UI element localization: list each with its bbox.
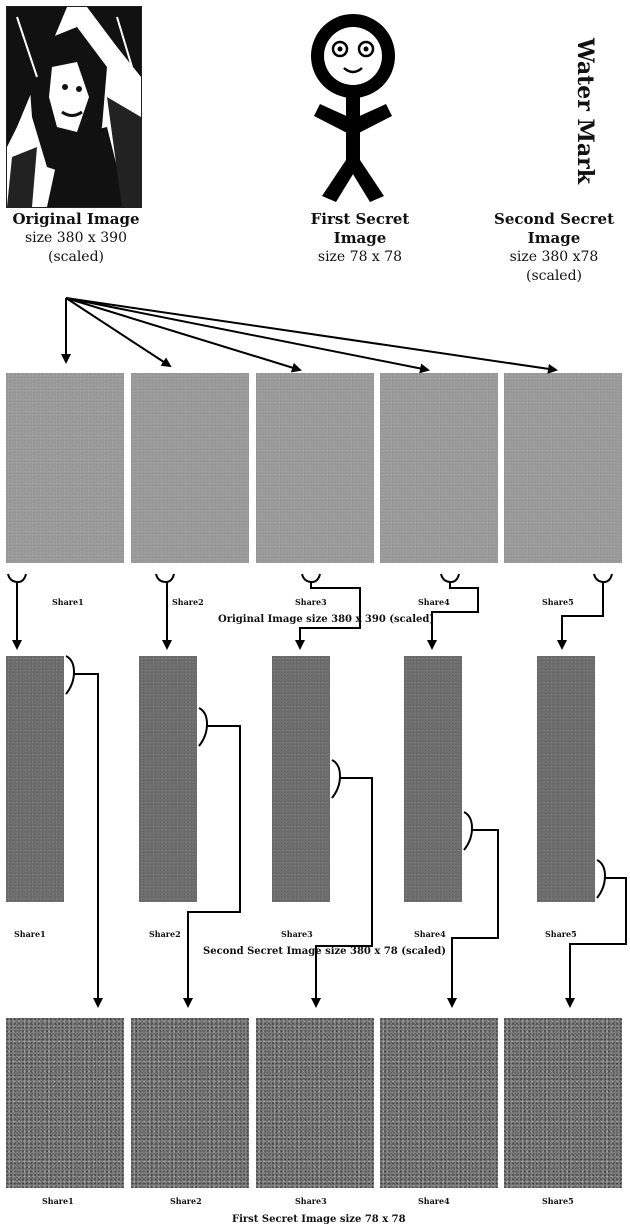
original-image [6,6,142,208]
row2-share-label-3: Share3 [281,929,313,939]
row2-share-label-1: Share1 [14,929,46,939]
original-image-note: (scaled) [47,249,105,265]
row1-share-3 [256,373,374,563]
row1-share-label-4: Share4 [418,597,450,607]
row1-share-label-1: Share1 [52,597,84,607]
first-secret-caption: First Secret Image size 78 x 78 [282,210,438,267]
row1-section-label: Original Image size 380 x 390 (scaled) [218,614,435,625]
row3-share-label-3: Share3 [295,1196,327,1206]
row2-share-label-5: Share5 [545,929,577,939]
row1-share-label-3: Share3 [295,597,327,607]
row3-share-label-5: Share5 [542,1196,574,1206]
row2-share-3 [272,656,330,902]
first-secret-image [300,4,410,204]
original-image-title: Original Image [12,210,140,228]
second-secret-size: size 380 x78 [509,249,599,265]
row1-share-5 [504,373,622,563]
row2-share-4 [404,656,462,902]
row2-share-2 [139,656,197,902]
second-secret-caption: Second Secret Image size 380 x78 (scaled… [478,210,630,286]
stick-figure-icon [311,14,395,202]
row3-share-label-2: Share2 [170,1196,202,1206]
second-secret-note: (scaled) [525,268,583,284]
row2-section-label: Second Secret Image size 380 x 78 (scale… [203,946,447,957]
row3-share-label-4: Share4 [418,1196,450,1206]
original-image-art [7,7,141,207]
row3-share-2 [131,1018,249,1188]
second-secret-title: Second Secret Image [493,210,614,247]
row2-share-5 [537,656,595,902]
row2-share-label-2: Share2 [149,929,181,939]
row3-section-label: First Secret Image size 78 x 78 [232,1214,406,1225]
row1-share-label-2: Share2 [172,597,204,607]
first-secret-size: size 78 x 78 [317,249,403,265]
original-image-size: size 380 x 390 [24,230,127,246]
row2-share-1 [6,656,64,902]
row1-share-1 [6,373,124,563]
row3-share-3 [256,1018,374,1188]
first-secret-title: First Secret Image [310,210,410,247]
row1-share-label-5: Share5 [542,597,574,607]
row3-share-label-1: Share1 [42,1196,74,1206]
row3-share-4 [380,1018,498,1188]
row1-share-2 [131,373,249,563]
row2-share-label-4: Share4 [414,929,446,939]
row3-share-5 [504,1018,622,1188]
original-image-caption: Original Image size 380 x 390 (scaled) [6,210,146,267]
row1-share-4 [380,373,498,563]
row3-share-1 [6,1018,124,1188]
